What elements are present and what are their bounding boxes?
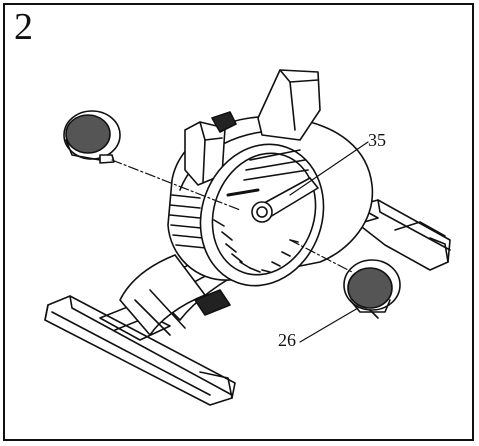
upper-handle-posts [184,69,321,186]
crank-arm [251,177,319,223]
step-number: 2 [14,6,33,48]
right-pedal [343,259,401,319]
callout-leaders [289,141,369,343]
callout-label-26: 26 [278,330,296,350]
callout-label-35: 35 [368,130,386,150]
left-pedal [63,110,121,164]
front-stabilizer [44,295,236,406]
assembly-guide-lines [111,159,353,273]
